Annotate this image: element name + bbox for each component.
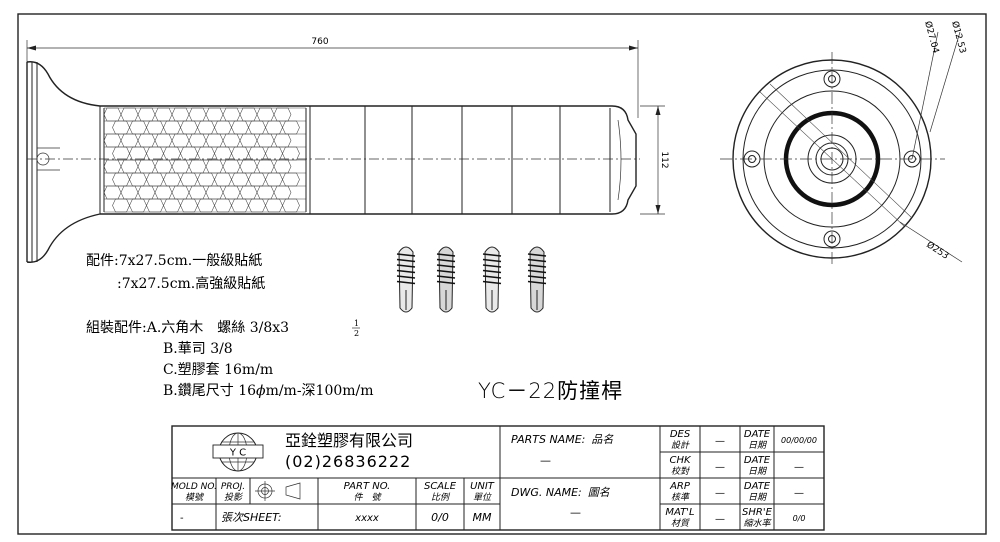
- post-side-view: 760 112: [26, 37, 669, 263]
- mold-no-value: -: [180, 513, 184, 524]
- des-label-cn: 設計: [671, 440, 690, 451]
- unit-label: UNIT: [470, 481, 495, 492]
- date1-label-cn: 日期: [748, 440, 768, 451]
- product-title: YC－22防撞桿: [478, 379, 623, 403]
- assembly-notes: 組裝配件:A.六角木 螺絲 3/8x3 1 2 B.華司 3/8 C.塑膠套 1…: [86, 319, 374, 399]
- proj-label-cn: 投影: [224, 492, 243, 503]
- date2-label-cn: 日期: [748, 466, 768, 477]
- scale-label: SCALE: [424, 481, 457, 492]
- anchor-plug-1: [396, 246, 416, 313]
- shre-label: SHR'E: [742, 507, 773, 518]
- arp-label: ARP: [669, 481, 691, 492]
- dim-height: 112: [659, 151, 669, 168]
- anchor-plugs: [396, 246, 547, 313]
- parts-name-value: —: [540, 454, 551, 467]
- sheet-label: 張次SHEET:: [221, 511, 282, 524]
- assembly-frac-den: 2: [354, 329, 359, 338]
- company-logo: Y C: [212, 432, 264, 472]
- company-phone: (02)26836222: [285, 452, 411, 471]
- unit-label-cn: 單位: [473, 492, 492, 503]
- chk-label: CHK: [669, 455, 692, 466]
- dim-inner-dia: Ø27.04: [922, 20, 941, 55]
- assembly-line-3: C.塑膠套 16m/m: [163, 362, 273, 378]
- accessory-line-2: :7x27.5cm.高強級貼紙: [117, 275, 265, 292]
- anchor-plug-4: [527, 246, 547, 313]
- arp-value: —: [715, 488, 725, 499]
- date1-value: 00/00/00: [781, 436, 817, 445]
- shre-value: 0/0: [793, 514, 806, 523]
- proj-label: PROJ.: [221, 482, 245, 492]
- des-label: DES: [670, 429, 691, 440]
- scale-value: 0/0: [431, 511, 449, 524]
- date2-value: —: [794, 462, 804, 473]
- dim-hole-dia: Ø12.53: [949, 20, 968, 55]
- accessory-notes: 配件:7x27.5cm.一般級貼紙 :7x27.5cm.高強級貼紙: [86, 253, 265, 292]
- part-no-label-cn: 件 號: [353, 492, 382, 503]
- logo-text: Y C: [229, 448, 246, 459]
- part-no-label: PART NO.: [344, 481, 391, 492]
- anchor-plug-3: [482, 246, 502, 313]
- dim-outer-dia: Ø253: [924, 239, 950, 261]
- dwg-name-label: DWG. NAME:圖名: [511, 486, 611, 499]
- assembly-frac-num: 1: [354, 319, 359, 328]
- title-block: Y C 亞銓塑膠有限公司 (02)26836222 PARTS NAME:品名 …: [171, 425, 825, 531]
- dim-length: 760: [311, 37, 328, 47]
- matl-label-cn: 材質: [671, 518, 691, 529]
- arp-label-cn: 核準: [671, 492, 690, 503]
- scale-label-cn: 比例: [431, 492, 451, 503]
- date3-label-cn: 日期: [748, 492, 768, 503]
- chk-value: —: [715, 462, 725, 473]
- date2-label: DATE: [744, 455, 771, 466]
- company-name: 亞銓塑膠有限公司: [285, 431, 413, 450]
- matl-value: —: [715, 514, 725, 525]
- accessory-line-1: 配件:7x27.5cm.一般級貼紙: [86, 253, 262, 269]
- dwg-name-value: —: [570, 506, 581, 519]
- base-plate-top-view: Ø27.04 Ø12.53 Ø253: [720, 20, 968, 266]
- chk-label-cn: 校對: [671, 466, 690, 477]
- projection-symbol: [255, 481, 301, 501]
- assembly-line-4: B.鑽尾尺寸 16ϕm/m-深100m/m: [163, 383, 374, 399]
- assembly-line-2: B.華司 3/8: [163, 341, 233, 357]
- parts-name-label: PARTS NAME:品名: [511, 433, 614, 446]
- des-value: —: [715, 436, 725, 447]
- shre-label-cn: 縮水率: [743, 518, 772, 529]
- assembly-line-1: 組裝配件:A.六角木 螺絲 3/8x3: [86, 320, 289, 336]
- date3-label: DATE: [744, 481, 771, 492]
- unit-value: MM: [473, 511, 492, 524]
- part-no-value: xxxx: [354, 513, 379, 524]
- matl-label: MAT'L: [665, 507, 694, 518]
- grip-hex-pattern: [103, 107, 307, 213]
- mold-no-label-cn: 模號: [185, 492, 205, 503]
- anchor-plug-2: [436, 246, 456, 313]
- date1-label: DATE: [744, 429, 771, 440]
- date3-value: —: [794, 488, 804, 499]
- sheet-border: [17, 13, 987, 535]
- mold-no-label: MOLD NO.: [171, 482, 217, 492]
